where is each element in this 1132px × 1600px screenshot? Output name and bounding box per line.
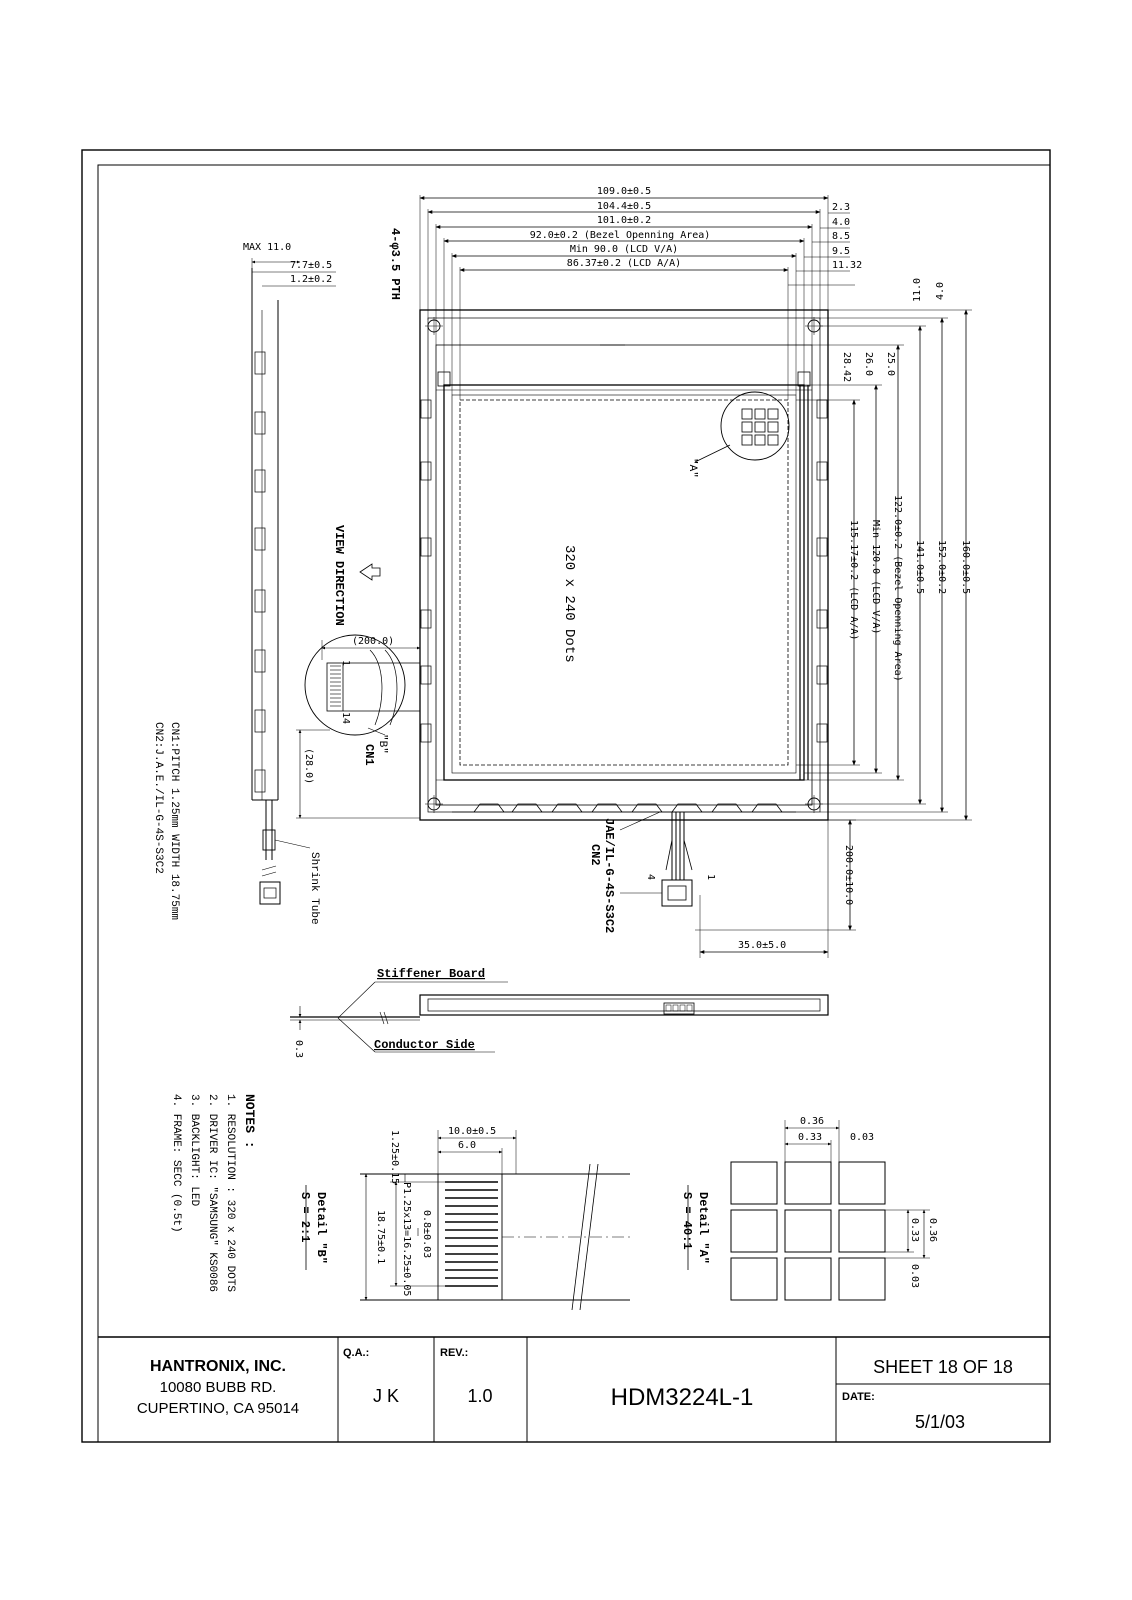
detail-b-d10: 10.0±0.5 (448, 1126, 496, 1137)
dim-conn-35: 35.0±5.0 (738, 940, 786, 951)
detail-b-dpitch: P1.25x13=16.25±0.05 (401, 1182, 412, 1296)
dim-top-260: 26.0 (863, 352, 874, 376)
dim-thickness-03: 0.3 (293, 1040, 304, 1058)
pth-label: 4-φ3.5 PTH (388, 228, 402, 300)
side-view (251, 258, 336, 905)
dim-offset-40: 4.0 (832, 217, 850, 228)
dim-height-115: 115.17±0.2 (LCD A/A) (848, 520, 859, 640)
dim-top-40: 4.0 (935, 282, 946, 300)
dim-offset-95: 9.5 (832, 246, 850, 257)
dim-top-2842: 28.42 (841, 352, 852, 382)
note-3: 3. BACKLIGHT: LED (188, 1094, 200, 1207)
detail-b-d08: 0.8±0.03 (421, 1210, 432, 1258)
cn2-tag: CN2 (588, 844, 602, 866)
dim-width-101: 101.0±0.2 (597, 215, 651, 226)
dim-b-280: (28.0) (303, 748, 314, 784)
detail-a-tag: "A" (686, 458, 698, 478)
detail-a-v003: 0.03 (909, 1264, 920, 1288)
detail-a-scale: S = 40:1 (680, 1192, 694, 1250)
front-view (296, 195, 972, 958)
company-address-2: CUPERTINO, CA 95014 (137, 1400, 299, 1417)
cn1-spec: CN1:PITCH 1.25mm WIDTH 18.75mm (168, 722, 180, 920)
detail-b-scale: S = 2:1 (298, 1192, 312, 1242)
detail-b-d125: 1.25±0.15 (389, 1130, 400, 1184)
detail-a-d036: 0.36 (800, 1116, 824, 1127)
dim-width-109: 109.0±0.5 (597, 186, 651, 197)
dim-width-104: 104.4±0.5 (597, 201, 651, 212)
note-2: 2. DRIVER IC: "SAMSUNG" KS0086 (206, 1094, 218, 1292)
dim-cable-200: 200.0±10.0 (843, 845, 854, 905)
qa-value: J K (373, 1386, 399, 1406)
detail-a-drawing (730, 1120, 930, 1301)
dots-label: 320 x 240 Dots (561, 545, 577, 663)
dim-offset-1132: 11.32 (832, 260, 862, 271)
bottom-view (290, 981, 829, 1053)
cn2-pin-4: 4 (645, 874, 656, 880)
rev-value: 1.0 (467, 1386, 492, 1406)
dim-height-152: 152.0±0.2 (936, 540, 947, 594)
side-77: 7.7±0.5 (290, 260, 332, 271)
rev-label: REV.: (440, 1347, 468, 1359)
detail-b-drawing (360, 1130, 630, 1311)
detail-a-v033: 0.33 (909, 1218, 920, 1242)
inner-border (97, 164, 1051, 1443)
dim-b-200: (200.0) (352, 636, 394, 647)
side-12: 1.2±0.2 (290, 274, 332, 285)
date-value: 5/1/03 (915, 1412, 965, 1432)
dim-height-141: 141.0±0.5 (914, 540, 925, 594)
jae-label: JAE/IL-G-4S-S3C2 (602, 818, 616, 933)
dim-height-120: Min 120.0 (LCD V/A) (870, 520, 881, 634)
cn1-tag: CN1 (362, 744, 376, 766)
part-number: HDM3224L-1 (611, 1384, 754, 1411)
detail-a-v036: 0.36 (927, 1218, 938, 1242)
shrink-tube: Shrink Tube (308, 852, 320, 925)
note-1: 1. RESOLUTION : 320 x 240 DOTS (224, 1094, 236, 1292)
detail-b-d6: 6.0 (458, 1140, 476, 1151)
dim-offset-85: 8.5 (832, 231, 850, 242)
detail-b-title: Detail "B" (314, 1192, 328, 1264)
notes-title: NOTES : (242, 1094, 257, 1149)
view-direction: VIEW DIRECTION (332, 525, 346, 626)
company-address-1: 10080 BUBB RD. (160, 1379, 277, 1396)
detail-b-tag: "B" (376, 734, 388, 754)
note-4: 4. FRAME: SECC (0.5t) (170, 1094, 182, 1233)
cn1-pin-1: 1 (340, 660, 351, 666)
dim-height-160: 160.0±0.5 (960, 540, 971, 594)
cn1-pin-14: 14 (340, 712, 351, 724)
dim-top-250: 25.0 (885, 352, 896, 376)
dim-width-92: 92.0±0.2 (Bezel Openning Area) (530, 230, 711, 241)
stiffener-label: Stiffener Board (377, 967, 485, 981)
qa-label: Q.A.: (343, 1347, 369, 1359)
side-max: MAX 11.0 (243, 242, 291, 253)
cn2-spec: CN2:J.A.E./IL-G-4S-S3C2 (152, 722, 164, 874)
company-name: HANTRONIX, INC. (150, 1358, 286, 1375)
dim-top-110: 11.0 (912, 278, 923, 302)
sheet-number: SHEET 18 OF 18 (873, 1357, 1013, 1377)
dim-width-90: Min 90.0 (LCD V/A) (570, 244, 678, 255)
cn2-pin-1: 1 (705, 874, 716, 880)
detail-a-title: Detail "A" (696, 1192, 710, 1264)
title-block (98, 1336, 1050, 1442)
dim-height-122: 122.0±0.2 (Bezel Openning Area) (892, 495, 903, 682)
detail-a-d003: 0.03 (850, 1132, 874, 1143)
date-label: DATE: (842, 1391, 875, 1403)
detail-b-d1875: 18.75±0.1 (375, 1210, 386, 1264)
detail-a-d033: 0.33 (798, 1132, 822, 1143)
conductor-label: Conductor Side (374, 1038, 475, 1052)
dim-offset-23: 2.3 (832, 202, 850, 213)
dim-width-86: 86.37±0.2 (LCD A/A) (567, 258, 681, 269)
